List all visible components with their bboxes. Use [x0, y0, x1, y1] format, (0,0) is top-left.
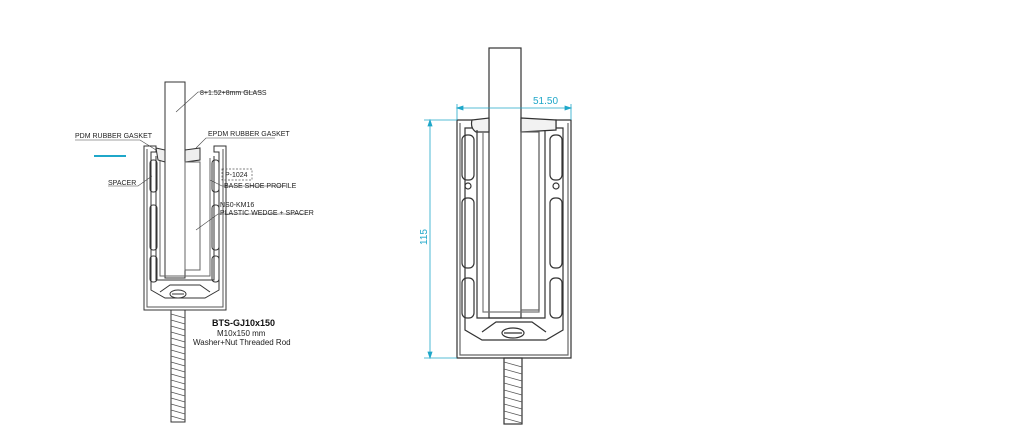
profile-code-box	[221, 168, 253, 181]
label-glass: 8+1.52+8mm GLASS	[200, 90, 267, 97]
slot	[461, 277, 475, 319]
slot	[211, 204, 220, 251]
rod-size: M10x150 mm	[217, 329, 266, 338]
height-dimension: 115	[419, 229, 430, 245]
slot	[211, 255, 220, 283]
left-detail	[75, 81, 306, 423]
bolt-head	[169, 289, 187, 299]
width-dimension: 51.50	[533, 96, 558, 107]
glass-panel	[488, 47, 522, 319]
right-detail	[456, 47, 572, 425]
slot	[461, 197, 475, 269]
slot	[549, 134, 563, 181]
label-profile-code: P-1024	[225, 172, 248, 179]
label-profile-name: BASE SHOE PROFILE	[224, 183, 297, 190]
slot	[461, 134, 475, 181]
label-wedge-code: NS0-KM16	[220, 202, 254, 209]
base-shoe-profile	[456, 119, 572, 359]
dimension-lines	[424, 104, 573, 360]
gasket-right	[184, 147, 201, 163]
slot	[211, 159, 220, 193]
gasket-right	[520, 117, 557, 133]
rod-code: BTS-GJ10x150	[212, 318, 275, 328]
slot	[149, 204, 158, 251]
bolt-head	[501, 327, 525, 339]
label-gasket-right: EPDM RUBBER GASKET	[208, 131, 290, 138]
inner-chamber	[476, 130, 546, 319]
threaded-rod	[503, 357, 523, 425]
gasket-left	[155, 147, 166, 163]
gasket-left	[470, 117, 490, 133]
slot	[149, 159, 158, 193]
label-gasket-left: PDM RUBBER GASKET	[75, 133, 153, 140]
plastic-wedge	[520, 131, 540, 311]
inner-chamber	[155, 156, 215, 281]
base-shoe-profile	[143, 145, 227, 311]
slot	[549, 277, 563, 319]
label-spacer: SPACER	[108, 180, 136, 187]
slot	[549, 197, 563, 269]
glass-panel	[164, 81, 186, 279]
plastic-wedge	[184, 161, 201, 271]
label-wedge-name: PLASTIC WEDGE + SPACER	[220, 210, 314, 217]
slot	[149, 255, 158, 283]
rod-description: Washer+Nut Threaded Rod	[193, 338, 291, 347]
